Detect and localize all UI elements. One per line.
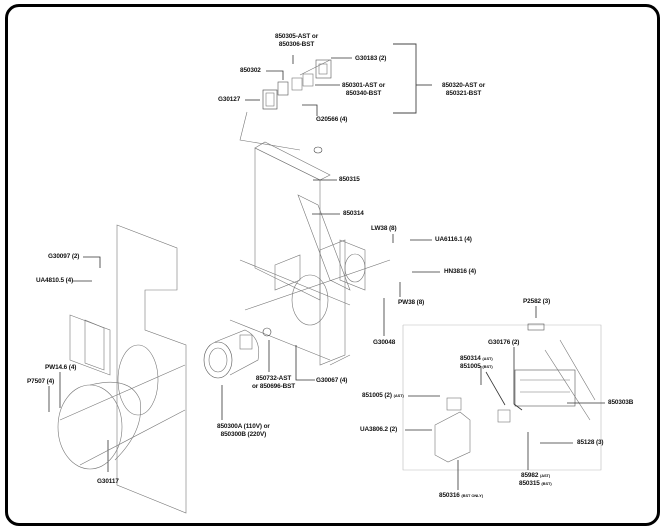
leader-lines-top <box>245 55 352 116</box>
side-panel-art <box>69 224 187 514</box>
label-851005-2: 851005 (2) (AST) <box>362 392 404 400</box>
label-hn3816: HN3816 (4) <box>444 268 477 275</box>
label-p2582: P2582 (3) <box>523 298 551 305</box>
label-pw14: PW14.6 (4) <box>45 364 77 371</box>
label-851005-inset-text: 851005 <box>460 363 481 370</box>
label-850301-line1: 850301-AST or <box>342 82 386 89</box>
label-lw38: LW38 (8) <box>371 225 397 232</box>
leader-lines-motor <box>221 340 315 420</box>
inset-box <box>402 324 602 471</box>
label-851005-2-sub: (AST) <box>393 393 404 398</box>
label-850301: 850301-AST or 850340-BST <box>342 82 385 98</box>
switch-assembly-art <box>239 59 332 151</box>
leader-lines-chassis <box>312 179 440 336</box>
label-g30127: G30127 <box>218 96 241 103</box>
label-g20566: G20566 (4) <box>316 116 348 123</box>
label-850314-inset-text: 850314 <box>460 355 481 362</box>
label-ua3806: UA3806.2 (2) <box>360 426 398 433</box>
label-850315-inset-sub: (BST) <box>541 481 552 486</box>
label-g30067: G30067 (4) <box>316 377 348 384</box>
label-ua4810: UA4810.5 (4) <box>36 277 74 284</box>
label-850314-inset: 850314 (AST) <box>460 355 493 363</box>
label-g30097: G30097 (2) <box>48 253 80 260</box>
label-g30048: G30048 <box>373 339 396 346</box>
label-850315-inset: 850315 (BST) <box>519 480 552 488</box>
leader-lines-left <box>48 256 109 472</box>
label-85982-text: 85982 <box>521 472 539 479</box>
label-850732-line2: or 850696-BST <box>252 383 296 390</box>
inset-art <box>434 323 596 463</box>
leader-lines-inset <box>405 306 605 490</box>
motor-art <box>203 327 272 379</box>
label-850314-top: 850314 <box>343 210 364 217</box>
main-chassis-art <box>229 141 391 366</box>
label-850316-sub: (BST ONLY) <box>461 493 483 498</box>
label-assembly-850320: 850320-AST or 850321-BST <box>442 82 485 98</box>
label-motor-850300: 850300A (110V) or 850300B (220V) <box>217 423 270 439</box>
label-850303b: 850303B <box>608 399 634 406</box>
label-850316: 850316 (BST ONLY) <box>439 492 483 500</box>
label-850305-line2: 850306-BST <box>278 41 315 48</box>
label-850732-line1: 850732-AST <box>255 375 292 382</box>
label-ua6116: UA6116.1 (4) <box>435 236 472 243</box>
label-motor-line2: 850300B (220V) <box>220 431 267 438</box>
duct-cylinder-art <box>57 364 186 470</box>
label-851005-inset-sub: (BST) <box>482 364 493 369</box>
assembly-bracket <box>393 43 432 114</box>
label-pw38: PW38 (8) <box>398 299 425 306</box>
label-assembly-line1: 850320-AST or <box>442 82 486 89</box>
label-851005-inset: 851005 (BST) <box>460 363 493 371</box>
label-850305-line1: 850305-AST or <box>275 33 319 40</box>
label-g30117: G30117 <box>97 478 119 485</box>
label-850316-text: 850316 <box>439 492 460 499</box>
label-p7507: P7507 (4) <box>27 378 55 385</box>
label-850302: 850302 <box>240 67 261 74</box>
label-85982-sub: (AST) <box>539 473 551 478</box>
label-850315-top: 850315 <box>339 176 360 183</box>
label-85128: 85128 (3) <box>577 439 604 446</box>
diagram-frame <box>5 4 660 526</box>
label-850301-line2: 850340-BST <box>345 90 382 97</box>
label-850305: 850305-AST or 850306-BST <box>275 33 318 49</box>
label-850315-inset-text: 850315 <box>519 480 540 487</box>
label-850314-inset-sub: (AST) <box>482 356 493 361</box>
label-motor-line1: 850300A (110V) or <box>217 423 270 430</box>
label-g30176: G30176 (2) <box>488 339 520 346</box>
label-850732: 850732-AST or 850696-BST <box>252 375 295 391</box>
label-851005-2-text: 851005 (2) <box>362 392 392 399</box>
label-85982: 85982 (AST) <box>521 472 550 480</box>
label-g30183: G30183 (2) <box>355 55 387 62</box>
label-assembly-line2: 850321-BST <box>445 90 482 97</box>
